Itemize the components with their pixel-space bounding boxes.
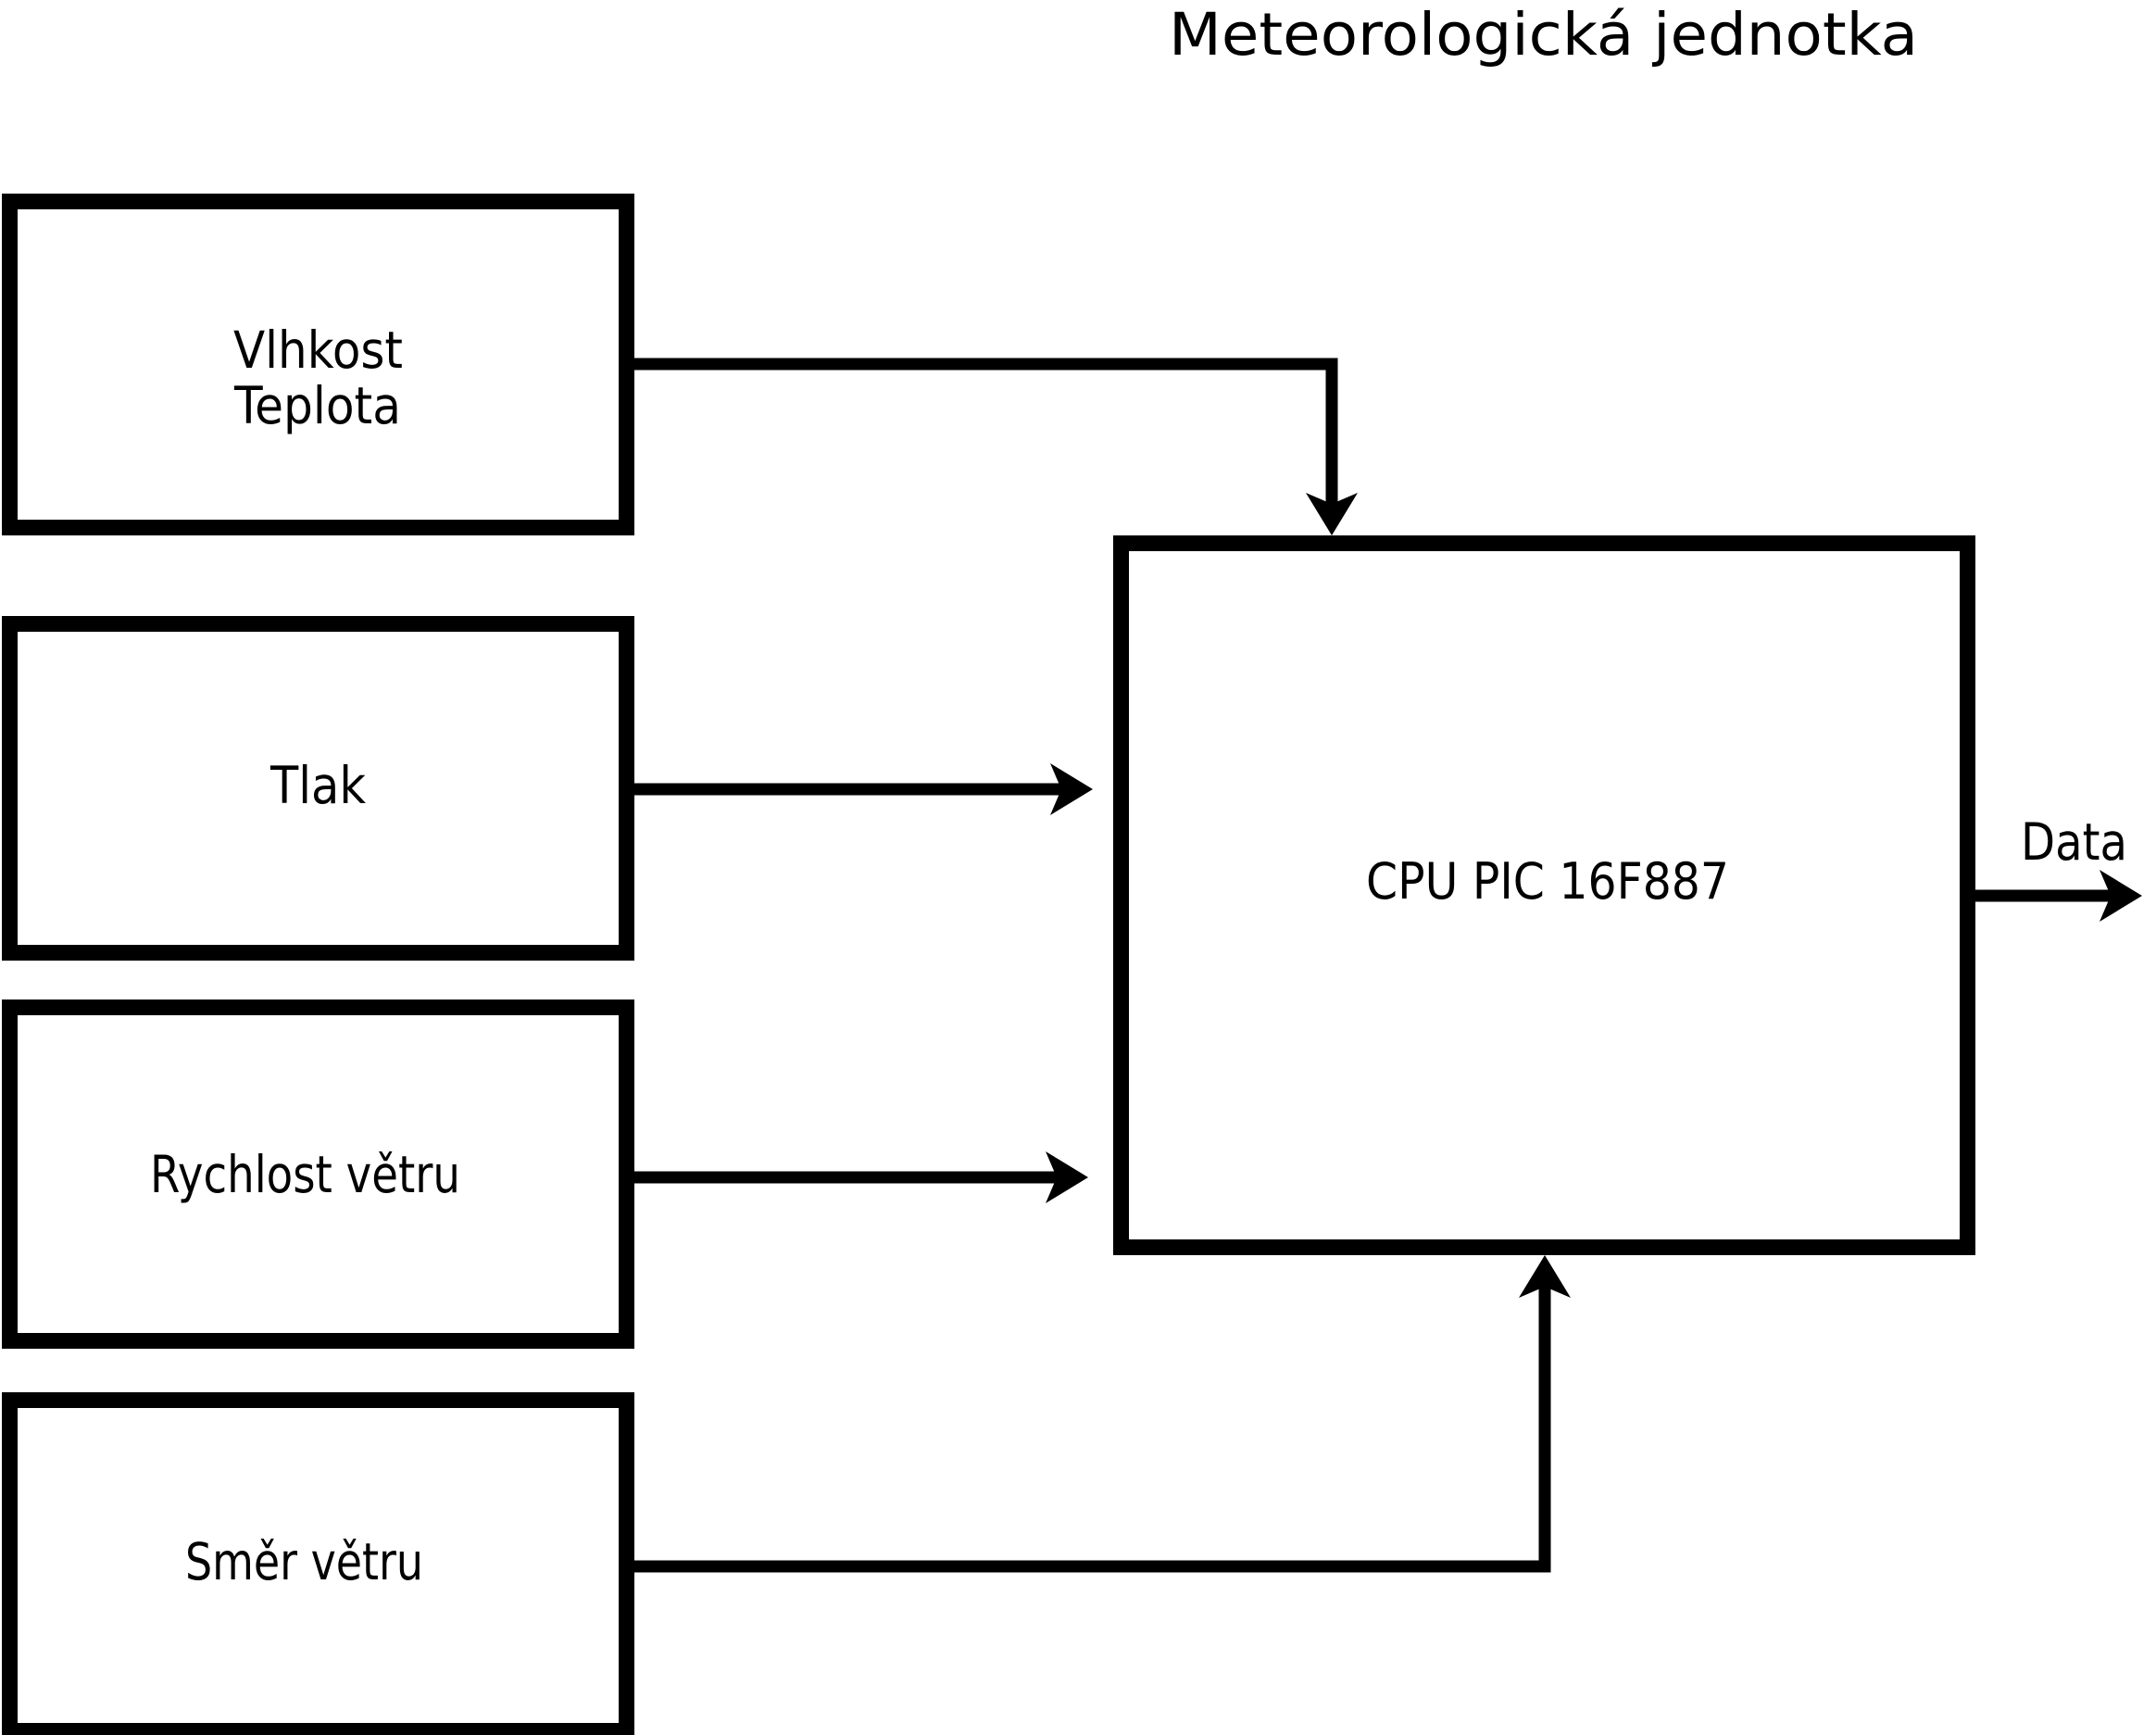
sensor-box-pressure: Tlak	[2, 616, 634, 961]
arrowhead-right-icon	[2100, 870, 2142, 922]
sensor-box-humidity-temperature: Vlhkost Teplota	[2, 194, 634, 535]
sensor-box-humidity-temperature-rect	[2, 194, 634, 535]
cpu-label: CPU PIC 16F887	[1366, 852, 1729, 911]
arrow-humidity-temperature-line	[634, 358, 1338, 508]
sensor-box-wind-direction: Směr větru	[2, 1392, 634, 1735]
sensor-label-humidity: Vlhkost	[233, 321, 403, 380]
arrow-wind-speed-to-cpu	[634, 1151, 1088, 1203]
arrow-pressure-to-cpu	[634, 763, 1093, 815]
arrowhead-right-icon	[1046, 1151, 1088, 1203]
sensor-label-pressure: Tlak	[270, 756, 366, 815]
arrowhead-right-icon	[1050, 763, 1093, 815]
arrow-humidity-temperature-to-cpu	[634, 358, 1358, 535]
arrowhead-up-icon	[1519, 1255, 1571, 1298]
sensor-label-wind-direction: Směr větru	[185, 1532, 423, 1591]
sensor-label-temperature: Teplota	[233, 376, 401, 435]
arrow-wind-direction-line	[634, 1283, 1551, 1573]
arrow-cpu-to-data-output: Data	[1975, 812, 2142, 922]
sensor-box-wind-direction-rect	[2, 1392, 634, 1735]
diagram-title: Meteorologická jednotka	[1169, 1, 1918, 69]
sensor-label-wind-speed: Rychlost větru	[150, 1145, 460, 1204]
sensor-box-pressure-rect	[2, 616, 634, 961]
cpu-box: CPU PIC 16F887	[1113, 535, 1975, 1255]
arrow-wind-direction-to-cpu	[634, 1255, 1571, 1573]
data-output-label: Data	[2021, 812, 2127, 872]
cpu-box-rect	[1113, 535, 1975, 1255]
sensor-box-wind-speed: Rychlost větru	[2, 1000, 634, 1349]
arrowhead-down-icon	[1306, 493, 1358, 535]
sensor-box-wind-speed-rect	[2, 1000, 634, 1349]
